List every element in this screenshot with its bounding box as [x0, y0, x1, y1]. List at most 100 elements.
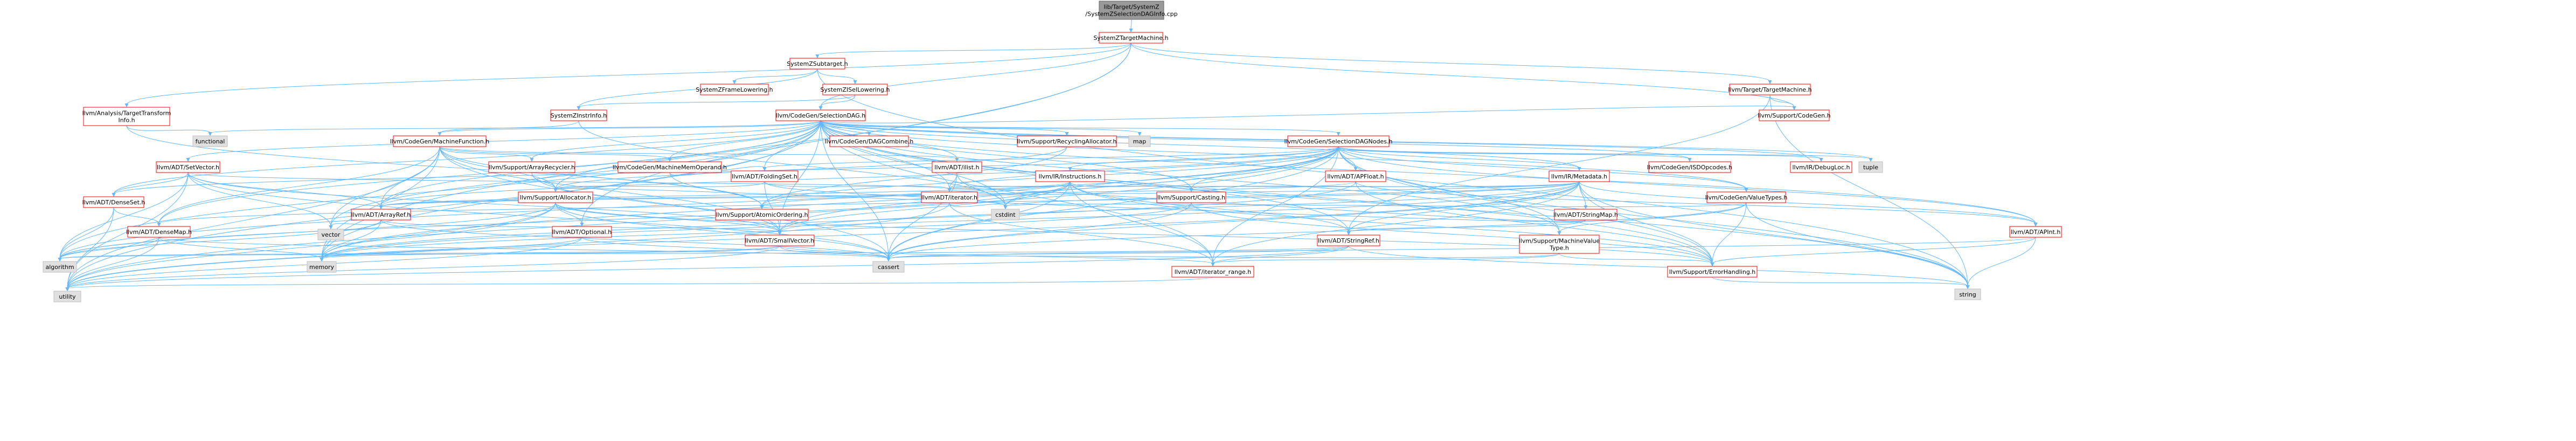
edge-sdnodes-to-memory [321, 146, 1339, 259]
node-box-memory [307, 261, 337, 273]
edge-setvector-to-algorithm [59, 172, 189, 259]
edge-valuetypes-to-errorhandling [1712, 202, 1747, 264]
edge-allocator-to-smallvector [555, 202, 780, 233]
edge-arrayref-to-memory [321, 219, 381, 259]
node-box-mmo [617, 161, 722, 173]
edge-instructions-to-cassert [888, 181, 1071, 259]
node-apint[interactable]: llvm/ADT/APInt.h [2009, 226, 2062, 238]
edge-densesetn-to-densemap [113, 207, 159, 224]
edge-subtarget-to-instrinfo [578, 68, 818, 108]
node-iterator[interactable]: llvm/ADT/iterator.h [921, 191, 978, 203]
node-ttm[interactable]: llvm/Target/TargetMachine.h [1728, 84, 1812, 95]
node-label-seldag-0: llvm/CodeGen/SelectionDAG.h [776, 112, 865, 119]
node-cassert: cassert [872, 261, 905, 273]
node-stringmap[interactable]: llvm/ADT/StringMap.h [1553, 209, 1618, 220]
edge-metadata-to-iterator [949, 181, 1580, 190]
edge-arrowhead-seldag-to-dagcombine [867, 132, 871, 136]
edge-ilist-to-cassert [888, 172, 957, 259]
node-label-tti-0: llvm/Analysis/TargetTransform [82, 110, 171, 117]
node-map: map [1128, 135, 1151, 147]
node-box-frame [700, 84, 769, 95]
node-densesetn[interactable]: llvm/ADT/DenseSet.h [82, 196, 145, 208]
edge-arrowhead-mvt-to-cassert [886, 258, 891, 261]
edge-seldag-to-recycling [820, 120, 1067, 134]
edge-arrowhead-seldag-to-functional [208, 132, 212, 136]
node-codegen[interactable]: llvm/Support/CodeGen.h [1758, 109, 1831, 121]
node-tm[interactable]: SystemZTargetMachine.h [1093, 32, 1169, 44]
node-instrinfo[interactable]: SystemZInstrInfo.h [550, 109, 607, 121]
node-label-ttm-0: llvm/Target/TargetMachine.h [1728, 86, 1811, 93]
edge-mmo-to-atomic [669, 172, 762, 207]
node-seldag[interactable]: llvm/CodeGen/SelectionDAG.h [775, 109, 866, 121]
node-label-debugloc-0: llvm/IR/DebugLoc.h [1793, 164, 1850, 171]
node-casting[interactable]: llvm/Support/Casting.h [1156, 191, 1226, 203]
node-mf[interactable]: llvm/CodeGen/MachineFunction.h [390, 135, 490, 147]
edge-sdnodes-to-cassert [888, 146, 1339, 259]
node-label-isel-0: SystemZISelLowering.h [820, 86, 890, 93]
node-dagcombine[interactable]: llvm/CodeGen/DAGCombine.h [825, 135, 914, 147]
node-box-densesetn [83, 196, 144, 208]
node-instructions[interactable]: llvm/IR/Instructions.h [1035, 170, 1105, 182]
node-setvector[interactable]: llvm/ADT/SetVector.h [156, 161, 220, 173]
edge-seldag-to-codegen [820, 106, 1795, 123]
edge-apint-to-errorhandling [1712, 237, 2036, 264]
node-ilist[interactable]: llvm/ADT/ilist.h [932, 161, 982, 173]
node-arrayrecycler[interactable]: llvm/Support/ArrayRecycler.h [488, 161, 575, 173]
edge-metadata-to-cstdint [1005, 181, 1580, 207]
edge-seldag-to-metadata [820, 120, 1580, 169]
node-label-tti-1: Info.h [118, 117, 135, 124]
edge-iterator-to-cstdint [949, 202, 1006, 207]
edge-apint-to-string [1967, 237, 2036, 287]
edge-arrowhead-iterrange-to-utility [65, 287, 70, 291]
node-label-sdnodes-0: llvm/CodeGen/SelectionDAGNodes.h [1284, 138, 1393, 145]
node-label-subtarget-0: SystemZSubtarget.h [787, 60, 848, 67]
graph-edges [58, 19, 2038, 291]
node-stringref[interactable]: llvm/ADT/StringRef.h [1317, 235, 1380, 246]
node-iterrange[interactable]: llvm/ADT/iterator_range.h [1171, 266, 1254, 278]
node-isdopcodes[interactable]: llvm/CodeGen/ISDOpcodes.h [1647, 161, 1732, 173]
node-densemap[interactable]: llvm/ADT/DenseMap.h [126, 226, 192, 238]
node-apfloat[interactable]: llvm/ADT/APFloat.h [1325, 170, 1386, 182]
node-box-ilist [932, 161, 982, 173]
edge-arrowhead-mf-to-arrayrecycler [530, 158, 534, 162]
edge-ttm-to-stringref [1348, 94, 1770, 233]
node-box-dagcombine [829, 135, 909, 147]
edge-apfloat-to-memory [321, 181, 1356, 259]
node-recycling[interactable]: llvm/Support/RecyclingAllocator.h [1017, 135, 1117, 147]
node-subtarget[interactable]: SystemZSubtarget.h [787, 58, 848, 70]
node-label-mmo-0: llvm/CodeGen/MachineMemOperand.h [613, 164, 727, 171]
edge-metadata-to-memory [321, 181, 1580, 259]
node-isel[interactable]: SystemZISelLowering.h [820, 84, 890, 95]
node-optional[interactable]: llvm/ADT/Optional.h [552, 226, 612, 238]
node-label-smallvector-0: llvm/ADT/SmallVector.h [745, 237, 815, 244]
node-metadata[interactable]: llvm/IR/Metadata.h [1549, 170, 1610, 182]
node-label-mvt-1: Type.h [1549, 245, 1569, 252]
node-allocator[interactable]: llvm/Support/Allocator.h [518, 191, 593, 203]
node-root[interactable]: lib/Target/SystemZ/SystemZSelectionDAGIn… [1085, 1, 1178, 20]
node-label-tuple-0: tuple [1863, 164, 1878, 171]
node-algorithm: algorithm [43, 261, 77, 273]
edge-arrowhead-tm-to-subtarget [815, 54, 820, 58]
node-mmo[interactable]: llvm/CodeGen/MachineMemOperand.h [613, 161, 727, 173]
node-frame[interactable]: SystemZFrameLowering.h [696, 84, 773, 95]
edge-arrowhead-stringref-to-algorithm [58, 258, 62, 261]
node-box-isdopcodes [1648, 161, 1731, 173]
node-functional: functional [192, 135, 228, 147]
node-arrayref[interactable]: llvm/ADT/ArrayRef.h [351, 209, 411, 220]
edge-stringref-to-string [1348, 245, 1968, 287]
node-errorhandling[interactable]: llvm/Support/ErrorHandling.h [1667, 266, 1758, 278]
node-debugloc[interactable]: llvm/IR/DebugLoc.h [1790, 161, 1852, 173]
node-sdnodes[interactable]: llvm/CodeGen/SelectionDAGNodes.h [1284, 135, 1393, 147]
edge-subtarget-to-isel [817, 68, 856, 82]
edge-foldingset-to-iterator [764, 181, 950, 190]
node-smallvector[interactable]: llvm/ADT/SmallVector.h [745, 235, 815, 246]
edge-setvector-to-densesetn [113, 172, 189, 195]
edge-metadata-to-densemap [158, 181, 1580, 224]
edge-instructions-to-stringref [1070, 181, 1349, 233]
node-valuetypes[interactable]: llvm/CodeGen/ValueTypes.h [1705, 191, 1788, 203]
node-foldingset[interactable]: llvm/ADT/FoldingSet.h [731, 170, 799, 182]
node-atomic[interactable]: llvm/Support/AtomicOrdering.h [715, 209, 809, 220]
